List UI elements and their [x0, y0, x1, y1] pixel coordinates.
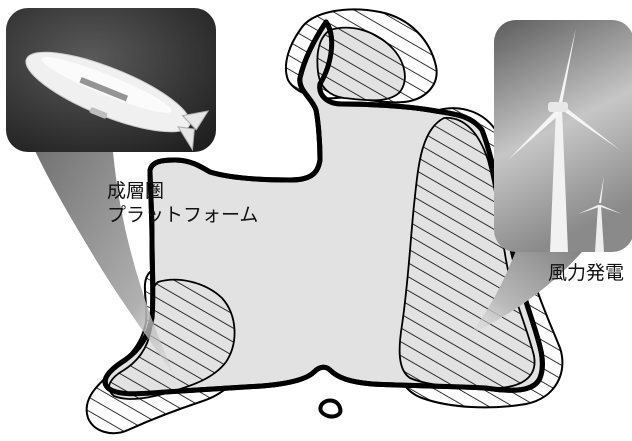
wind-power-label: 風力発電 [548, 262, 625, 284]
airship-photo [6, 8, 216, 152]
stratosphere-platform-label-line1: 成層圏 [107, 180, 165, 202]
wind-callout-beam [468, 240, 592, 336]
wind-turbine-icon [508, 28, 622, 252]
stratosphere-platform-label-line2: プラットフォーム [107, 204, 259, 226]
wind-turbine-photo [494, 20, 632, 252]
hatched-zone-top-inner [316, 26, 406, 102]
airship-callout-beam [30, 140, 178, 382]
small-island [318, 398, 343, 419]
land-outline [102, 19, 545, 397]
airship-icon [25, 51, 210, 152]
